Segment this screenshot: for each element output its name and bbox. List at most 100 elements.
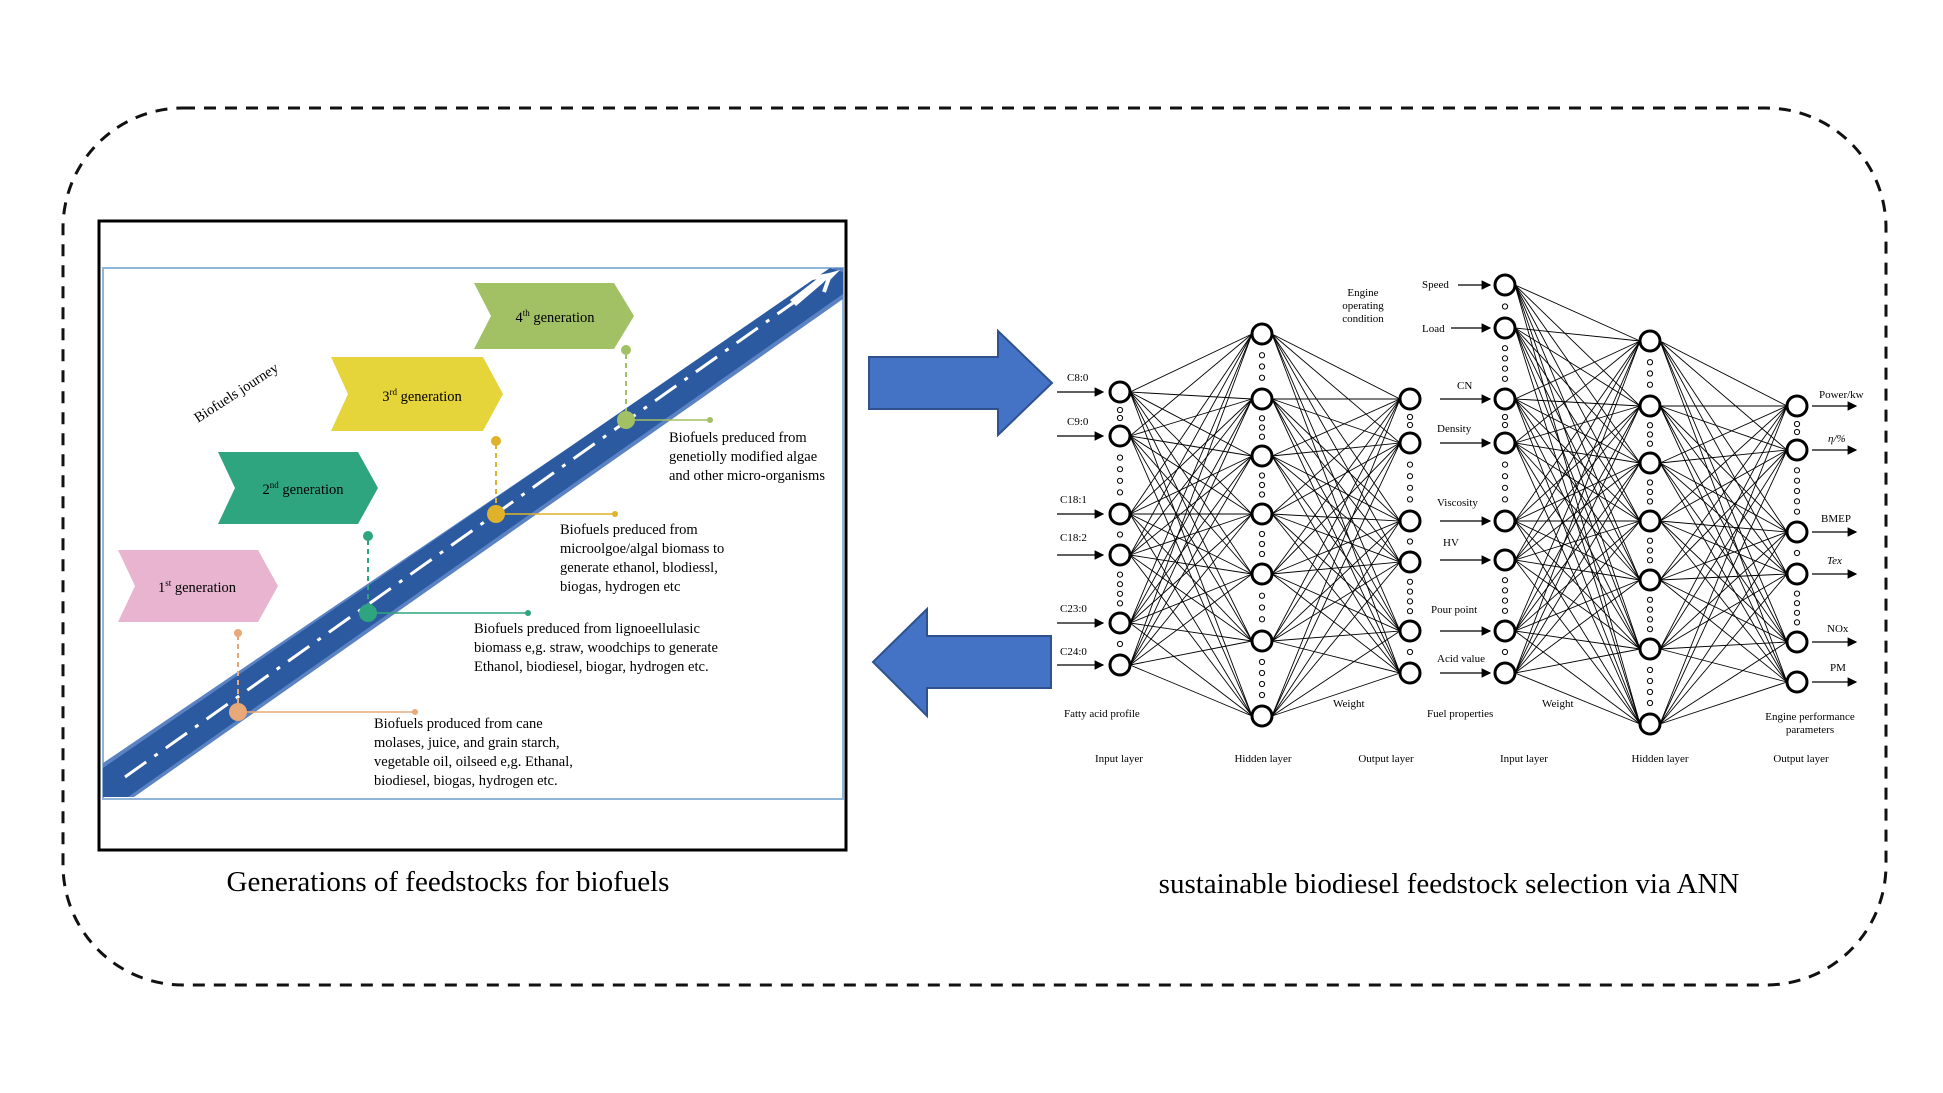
ann-edge <box>1659 340 1788 533</box>
desc-gen4-line2: genetiolly modified algae <box>669 449 817 465</box>
ann-edge <box>1514 520 1641 725</box>
ann-edge <box>1514 327 1641 725</box>
net2-output-neuron-3 <box>1785 520 1809 544</box>
net1-input-neuron-4 <box>1108 543 1132 567</box>
ann-edge <box>1514 559 1641 650</box>
ann-edge <box>1129 333 1253 666</box>
ellipsis-dot <box>1501 597 1509 604</box>
net2-output-neuron-5 <box>1785 630 1809 654</box>
desc-gen2-line3: Ethanol, biodiesel, biogar, hydrogen etc… <box>474 659 709 675</box>
net1-top-label-3: condition <box>1342 313 1384 325</box>
milestone-3-end-dot <box>612 511 618 517</box>
ellipsis-dot <box>1793 590 1801 597</box>
ann-edge <box>1271 398 1401 642</box>
ellipsis-dot <box>1793 428 1801 436</box>
ann-edge <box>1129 622 1253 642</box>
net2-inputs: Speed Load CN Density Viscosity HV Pour … <box>1422 279 1492 678</box>
ann-edge <box>1271 672 1401 717</box>
net2-output-bmep: BMEP <box>1821 513 1851 525</box>
net1-hidden-layer-label: Hidden layer <box>1234 753 1291 765</box>
ann-edge <box>1271 398 1401 632</box>
ann-edge <box>1514 398 1641 581</box>
ellipsis-dot <box>1793 619 1801 626</box>
net2-input-neuron-1 <box>1493 273 1517 297</box>
ann-edge <box>1514 442 1641 522</box>
ellipsis-dot <box>1406 484 1414 491</box>
ann-edge <box>1659 573 1788 650</box>
ann-edge <box>1659 520 1788 533</box>
net1-input-c230: C23:0 <box>1060 603 1087 615</box>
net2-output-layer-label: Output layer <box>1773 753 1829 765</box>
net2-hidden-neuron-3 <box>1638 451 1662 475</box>
ann-edge <box>1271 630 1401 642</box>
ann-edge <box>1271 333 1401 444</box>
ann-edge <box>1514 284 1641 407</box>
ann-edge <box>1129 554 1253 717</box>
net1-input-c8: C8:0 <box>1067 372 1089 384</box>
desc-gen3-line2: microolgoe/algal biomass to <box>560 541 724 557</box>
ellipsis-dot <box>1646 431 1654 438</box>
ann-edge <box>1659 531 1788 581</box>
net1-input-neuron-5 <box>1108 611 1132 635</box>
ann-edge <box>1129 391 1253 575</box>
ellipsis-dot <box>1646 370 1654 377</box>
ann-edge <box>1129 435 1253 515</box>
net2-output-tex: Tex <box>1827 555 1842 567</box>
ann-edge <box>1514 398 1641 407</box>
milestone-4-dot <box>617 411 635 429</box>
ann-edge <box>1659 340 1788 575</box>
ellipsis-dot <box>1116 414 1124 422</box>
ann-edge <box>1514 630 1641 725</box>
generation-3-shape <box>331 357 503 431</box>
ellipsis-dot <box>1116 640 1124 648</box>
desc-gen1-line2: molases, juice, and grain starch, <box>374 735 560 751</box>
ann-edge <box>1659 462 1788 643</box>
ellipsis-dot <box>1646 557 1654 564</box>
dashed-outer-frame <box>61 106 1888 987</box>
ellipsis-dot <box>1116 581 1124 588</box>
ellipsis-dot <box>1646 626 1654 633</box>
ellipsis-dot <box>1258 691 1266 699</box>
ellipsis-dot <box>1501 375 1509 382</box>
ellipsis-dot <box>1793 487 1801 495</box>
ann-edge <box>1514 327 1641 407</box>
net2-input-neuron-6 <box>1493 548 1517 572</box>
ann-edge <box>1129 513 1253 666</box>
ann-edge <box>1129 455 1253 666</box>
ann-edge <box>1659 449 1788 581</box>
net2-input-density: Density <box>1437 423 1472 435</box>
ann-edge <box>1514 284 1641 581</box>
ann-edge <box>1129 513 1253 575</box>
ann-edge <box>1271 561 1401 642</box>
ann-edge <box>1659 531 1788 725</box>
ellipsis-dot <box>1646 547 1654 554</box>
net1-hidden-neuron-4 <box>1250 502 1274 526</box>
ann-edge <box>1659 520 1788 643</box>
net2-input-neuron-2 <box>1493 316 1517 340</box>
generation-2-label: 2nd generation <box>262 480 344 498</box>
net2-input-load: Load <box>1422 323 1445 335</box>
ellipsis-dot <box>1501 484 1509 491</box>
net1-output-neuron-2 <box>1398 431 1422 455</box>
desc-gen1-line4: biodiesel, biogas, hydrogen etc. <box>374 773 558 789</box>
ann-edge <box>1659 681 1788 725</box>
ellipsis-dot <box>1258 592 1266 599</box>
ann-edge <box>1129 455 1253 515</box>
ann-edge <box>1271 520 1401 575</box>
ann-edge <box>1659 579 1788 683</box>
ann-edge <box>1129 398 1253 437</box>
ann-edge <box>1129 513 1253 642</box>
ellipsis-dot <box>1406 578 1414 585</box>
ann-edge <box>1514 405 1641 522</box>
ellipsis-dot <box>1501 577 1509 584</box>
ellipsis-dot <box>1793 600 1801 607</box>
biofuels-road <box>103 268 843 797</box>
ann-edge <box>1659 462 1788 533</box>
ellipsis-dot <box>1501 607 1509 614</box>
milestone-2-dot <box>359 604 377 622</box>
ann-edge <box>1659 641 1788 650</box>
ann-edge <box>1514 462 1641 674</box>
net1-output-neuron-3 <box>1398 509 1422 533</box>
net1-hidden-neuron-1 <box>1250 322 1274 346</box>
ellipsis-dot <box>1501 461 1509 468</box>
